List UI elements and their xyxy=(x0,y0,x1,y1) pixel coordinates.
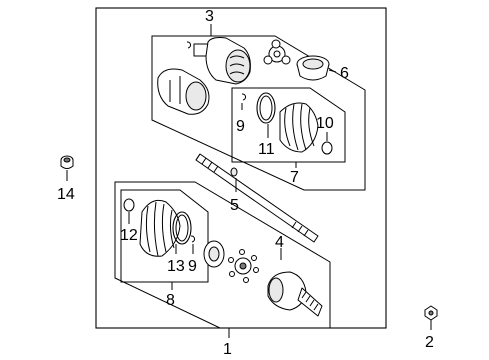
part-2-axle-nut xyxy=(424,305,438,321)
cage-window xyxy=(208,246,220,262)
tripod-roller-left xyxy=(263,55,273,65)
ball-3 xyxy=(253,267,259,273)
outer-stub-splines xyxy=(301,291,319,311)
callout-8: 8 xyxy=(166,292,175,309)
outer-stub-shaft xyxy=(297,287,323,317)
callout-3: 3 xyxy=(205,8,214,25)
leader-6 xyxy=(328,69,337,73)
inner-boot-pleats xyxy=(284,103,315,151)
boot-clamp-ring xyxy=(256,92,276,124)
inner-housing-lower xyxy=(157,68,210,115)
ball-2 xyxy=(251,255,257,261)
tripod-hub-bore xyxy=(273,50,281,58)
shaft-groove xyxy=(230,167,238,177)
clip-upper xyxy=(241,93,247,101)
callout-10: 10 xyxy=(316,115,334,132)
callout-11: 11 xyxy=(258,141,275,158)
callout-12: 12 xyxy=(120,227,138,244)
callout-9a: 9 xyxy=(236,118,245,135)
outer-boot-pleats xyxy=(145,201,175,257)
callout-4: 4 xyxy=(275,234,284,251)
housing-lower-mouth xyxy=(185,81,207,111)
boot-cap-body xyxy=(296,63,330,81)
tripod-spider xyxy=(263,39,291,65)
tripod-roller-right xyxy=(281,55,291,65)
callout-5: 5 xyxy=(230,197,239,214)
callout-9b: 9 xyxy=(188,258,197,275)
outer-joint-cage xyxy=(203,240,225,268)
inner-joint-group-frame xyxy=(151,35,366,191)
housing-lower-flutes xyxy=(169,76,181,104)
intermediate-shaft xyxy=(195,153,319,243)
boot-cap-opening xyxy=(302,58,324,70)
outer-boot-clamp-ring xyxy=(172,211,192,245)
ball-1 xyxy=(239,249,245,255)
axle-nut-bore xyxy=(428,310,434,316)
part-14-nut xyxy=(60,155,74,169)
callout-6: 6 xyxy=(340,65,349,82)
inner-boot xyxy=(279,102,319,153)
outer-joint-group-frame xyxy=(114,181,331,329)
clip-lower xyxy=(190,235,196,243)
boot-clamp-ring-inner xyxy=(259,95,273,121)
tripod-roller-top xyxy=(271,39,281,49)
outer-boot-clamp-ring-inner xyxy=(175,214,189,242)
shaft-splines-outer xyxy=(291,221,309,237)
outer-small-clamp xyxy=(123,198,135,212)
callout-7: 7 xyxy=(290,169,299,186)
inner-housing-upper xyxy=(186,37,251,85)
ball-5 xyxy=(229,271,235,277)
callout-2: 2 xyxy=(425,334,434,351)
callout-14: 14 xyxy=(57,186,75,203)
callout-13: 13 xyxy=(167,258,185,275)
inner-boot-cap xyxy=(296,55,330,81)
boot-kit-frame-inner xyxy=(231,87,346,163)
nut-hole xyxy=(63,157,71,163)
shaft-splines-inner xyxy=(195,153,219,173)
housing-mouth xyxy=(225,49,251,83)
ball-6 xyxy=(228,257,234,263)
ball-4 xyxy=(243,277,249,283)
outer-joint-housing xyxy=(267,271,323,317)
housing-grooves xyxy=(229,55,245,75)
inner-race-and-balls xyxy=(228,249,259,283)
outer-boot xyxy=(139,199,181,257)
callout-1: 1 xyxy=(223,341,232,358)
inner-race-bore xyxy=(239,262,247,270)
outer-housing-mouth xyxy=(268,277,284,303)
nut-side xyxy=(60,160,74,169)
outer-boot-body xyxy=(139,199,181,257)
small-boot-clamp xyxy=(321,141,333,155)
snap-ring-clip xyxy=(186,41,192,49)
